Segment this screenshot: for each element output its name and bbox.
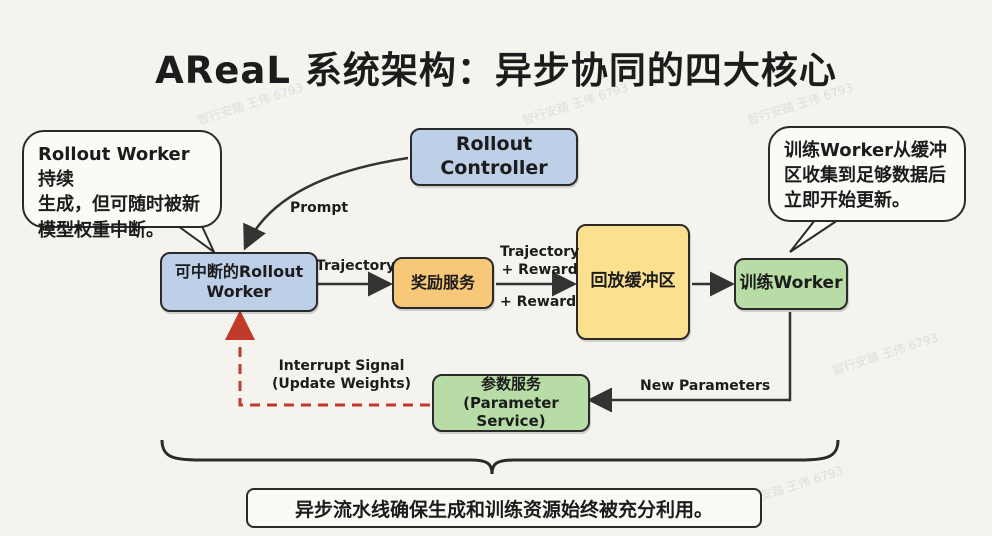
right-bubble-tail <box>789 219 839 253</box>
left-bubble-text: Rollout Worker持续 生成，但可随时被新 模型权重中断。 <box>38 144 200 241</box>
prompt-label: Prompt <box>290 200 349 216</box>
reward-service-node: 奖励服务 <box>392 257 494 309</box>
summary-brace <box>160 439 840 475</box>
summary-box: 异步流水线确保生成和训练资源始终被充分利用。 <box>246 488 762 528</box>
plus-reward-label: + Reward <box>500 294 577 310</box>
new-parameters-label: New Parameters <box>640 378 771 394</box>
new-parameters-arrow <box>587 312 792 413</box>
training-worker-label: 训练Worker <box>739 273 843 294</box>
interrupt-arrow <box>225 310 430 407</box>
reward-service-label: 奖励服务 <box>410 273 475 292</box>
rollout-controller-node: Rollout Controller <box>410 128 578 186</box>
trajectory-label: Trajectory <box>316 258 396 274</box>
rollout-worker-node: 可中断的Rollout Worker <box>160 252 318 312</box>
replay-buffer-node: 回放缓冲区 <box>576 224 690 340</box>
parameter-service-label: 参数服务 (Parameter Service) <box>463 374 559 431</box>
training-worker-node: 训练Worker <box>734 258 848 310</box>
trajectory-reward-label: Trajectory + Reward <box>500 244 580 278</box>
right-speech-bubble: 训练Worker从缓冲 区收集到足够数据后 立即开始更新。 <box>768 126 966 222</box>
rollout-controller-label: Rollout Controller <box>440 133 548 179</box>
left-speech-bubble: Rollout Worker持续 生成，但可随时被新 模型权重中断。 <box>22 130 222 241</box>
right-bubble-text: 训练Worker从缓冲 区收集到足够数据后 立即开始更新。 <box>784 140 948 212</box>
interrupt-signal-label: Interrupt Signal (Update Weights) <box>272 358 411 392</box>
page-title: AReaL 系统架构：异步协同的四大核心 <box>155 49 837 92</box>
summary-text: 异步流水线确保生成和训练资源始终被充分利用。 <box>294 498 713 521</box>
replay-buffer-label: 回放缓冲区 <box>590 271 676 292</box>
parameter-service-node: 参数服务 (Parameter Service) <box>432 374 590 432</box>
prompt-arrow <box>243 156 409 251</box>
rollout-worker-label: 可中断的Rollout Worker <box>174 262 304 301</box>
